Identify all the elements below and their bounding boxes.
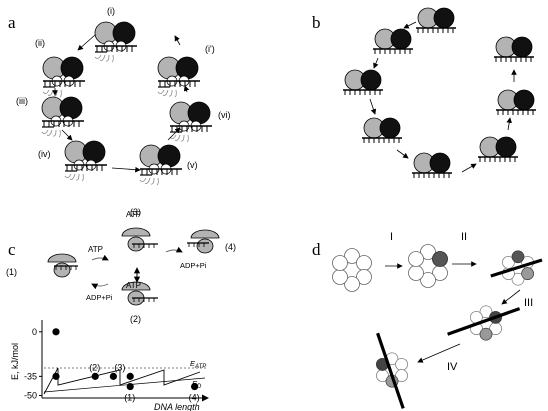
b-state-8 <box>493 36 535 63</box>
b-state-4 <box>361 117 403 144</box>
point-label: (1) <box>124 393 135 403</box>
d-arrows <box>385 261 521 363</box>
d-ring-1 <box>332 248 372 292</box>
c-arrows <box>91 246 183 290</box>
adp-label-right: ADP+Pi <box>180 261 207 270</box>
energy-point <box>91 372 99 380</box>
label-vi: (vi) <box>218 110 231 120</box>
x-axis-label: DNA length <box>154 402 200 411</box>
cycle-arrows-a <box>52 34 190 173</box>
label-c-1: (1) <box>6 267 17 277</box>
b-state-3 <box>342 69 384 96</box>
panel-c-letter: c <box>8 240 16 259</box>
label-i-prime: (i') <box>205 44 215 54</box>
panel-a: a (i) (ii) (i') (iii) (vi) (iv) (v) <box>8 6 231 186</box>
point-label: (4) <box>189 393 200 403</box>
d-ring-5 <box>376 332 408 409</box>
label-v: (v) <box>187 160 198 170</box>
label-ii: (ii) <box>35 38 45 48</box>
state-v <box>139 144 183 186</box>
b-state-2 <box>372 28 414 55</box>
panel-d-letter: d <box>312 240 321 259</box>
y-tick-label: 0 <box>32 327 37 337</box>
y-ticks: 0 -35 -50 <box>24 327 42 400</box>
b-state-7 <box>495 89 537 116</box>
label-c-2: (2) <box>130 314 141 324</box>
c-state-1 <box>47 253 78 278</box>
step-I: I <box>390 231 393 243</box>
energy-point <box>191 382 199 391</box>
label-i: (i) <box>107 6 115 16</box>
energy-point <box>52 372 60 380</box>
e-atp-label: EATP <box>190 359 206 370</box>
d-ring-3 <box>490 250 543 286</box>
b-state-5 <box>411 152 453 179</box>
panel-c: c (1) ATP (3) ATP (2) (4) AT <box>6 207 236 411</box>
c-state-2 <box>121 281 158 306</box>
data-points <box>52 328 199 391</box>
state-i <box>94 21 138 63</box>
sawtooth-profile <box>43 367 201 395</box>
atp-label-2: ATP <box>126 281 141 290</box>
panel-d: d I II <box>312 231 543 409</box>
y-tick-label: -50 <box>24 390 37 400</box>
energy-point <box>126 382 134 391</box>
point-labels: (2) (3) (1) (4) <box>89 362 199 402</box>
step-IV: IV <box>447 361 458 373</box>
label-c-4: (4) <box>225 242 236 252</box>
adp-label-left: ADP+Pi <box>86 293 113 302</box>
point-label: (2) <box>89 362 100 372</box>
atp-label: ATP <box>88 245 103 254</box>
state-i-prime <box>157 56 201 98</box>
energy-point <box>52 328 60 336</box>
d-ring-4 <box>447 305 521 341</box>
label-iv: (iv) <box>38 149 51 159</box>
energy-point <box>126 372 134 380</box>
point-label: (3) <box>114 362 125 372</box>
y-tick-label: -35 <box>24 371 37 381</box>
state-iv <box>64 140 108 182</box>
panel-b-letter: b <box>312 13 321 32</box>
energy-chart: E, kJ/mol DNA length 0-35-50 EATP ED (2)… <box>10 320 209 411</box>
energy-point <box>109 372 117 380</box>
e-d-line <box>43 377 206 393</box>
y-axis-label: E, kJ/mol <box>10 343 20 380</box>
label-c-3-top: (3) <box>130 207 141 217</box>
c-state-4 <box>187 229 220 254</box>
c-state-3 <box>121 227 158 252</box>
e-atp-sub: ATP <box>194 364 206 370</box>
cycle-arrows-b <box>369 21 517 173</box>
d-ring-2 <box>408 244 448 288</box>
e-d-sub: D <box>197 384 202 390</box>
state-ii <box>42 56 86 98</box>
step-II: II <box>461 231 467 243</box>
b-state-1 <box>415 7 457 34</box>
atp-label-3: ATP <box>126 210 141 219</box>
panel-a-letter: a <box>8 13 16 32</box>
step-III: III <box>524 297 533 309</box>
label-iii: (iii) <box>16 96 28 106</box>
panel-b: b <box>312 7 537 179</box>
state-vi <box>169 101 213 143</box>
b-state-6 <box>477 136 519 163</box>
